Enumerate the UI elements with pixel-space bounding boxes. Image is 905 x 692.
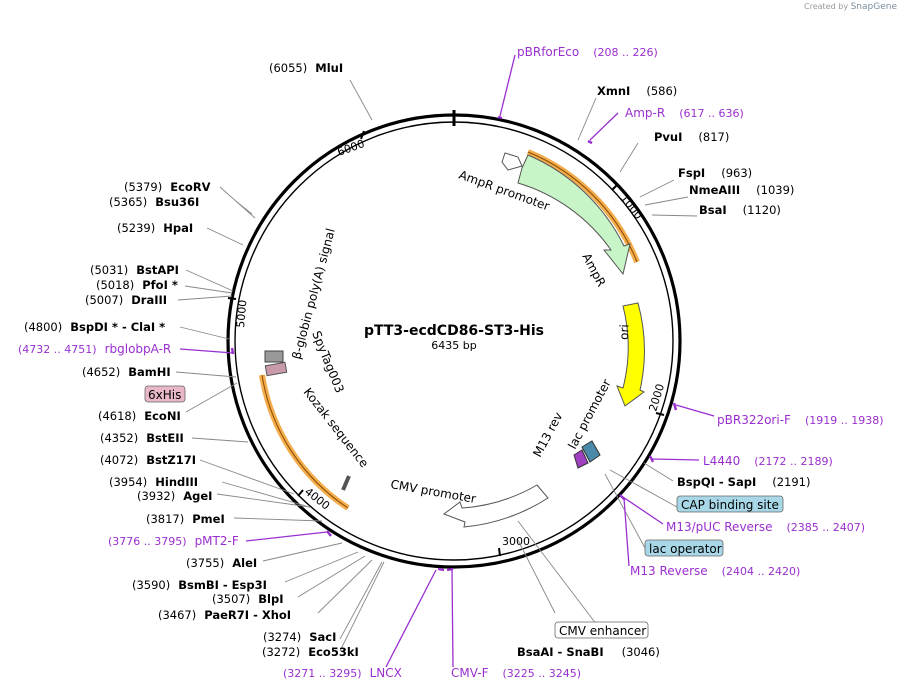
primer-m13-reverse: M13 Reverse(2404 .. 2420)	[630, 564, 800, 578]
site-nmeaiii: NmeAIII(1039)	[689, 183, 794, 197]
tick-label-2000: 2000	[646, 382, 667, 413]
primer-pmt2-f: (3776 .. 3795)pMT2-F	[108, 534, 239, 548]
tick-label-6000: 6000	[336, 137, 367, 159]
boxed-labels: CAP binding site lac operator CMV enhanc…	[144, 385, 784, 639]
site-bsu36i: (5365)Bsu36I	[109, 195, 199, 209]
box-label-6xhis: 6xHis	[148, 388, 181, 402]
feature-bglobin-polya	[264, 350, 284, 363]
tick-label-3000: 3000	[502, 535, 530, 548]
primer-band-left-line	[261, 374, 349, 509]
site-hpai: (5239)HpaI	[117, 221, 193, 235]
credit-brand: SnapGene	[850, 2, 897, 12]
site-ecorv: (5379)EcoRV	[124, 180, 211, 194]
box-label-cmv-enhancer: CMV enhancer	[559, 624, 646, 638]
site-bsai: BsaI(1120)	[699, 203, 781, 217]
feature-arrow-cmv-promoter	[442, 484, 549, 528]
site-bspqi: BspQI - SapI(2191)	[677, 475, 810, 489]
site-bsmbi: (3590)BsmBI - Esp3I	[132, 578, 267, 592]
site-blpi: (3507)BlpI	[212, 592, 283, 606]
box-cmv-enhancer	[554, 621, 649, 639]
plasmid-name: pTT3-ecdCD86-ST3-His	[364, 323, 544, 339]
primer-rbglobpa-r: (4732 .. 4751)rbglobpA-R	[18, 342, 171, 356]
feature-label-m13rev: M13 rev	[530, 410, 565, 459]
feature-arrow-ampr	[517, 154, 631, 276]
feature-kozak	[341, 475, 351, 491]
site-pfoi: (5018)PfoI *	[96, 278, 178, 292]
primer-pbrforeco: pBRforEco(208 .. 226)	[517, 45, 658, 59]
site-fspi: FspI(963)	[678, 166, 752, 180]
site-pvui: PvuI(817)	[654, 130, 729, 144]
primer-leaders	[179, 54, 715, 668]
feature-label-ori: ori	[617, 324, 632, 340]
feature-arrow-lac-promoter	[581, 440, 601, 463]
site-agei: (3932)AgeI	[137, 489, 212, 503]
site-clai: (4800)BspDI * - ClaI *	[24, 320, 165, 334]
box-label-lac-operator: lac operator	[649, 542, 722, 556]
site-mlui: (6055)MluI	[269, 61, 343, 75]
primer-l4440: L4440(2172 .. 2189)	[703, 454, 833, 468]
site-draiii: (5007)DraIII	[85, 293, 167, 307]
box-label-cap-binding-site: CAP binding site	[681, 498, 779, 512]
site-bsteii: (4352)BstEII	[100, 431, 184, 445]
site-bstapi: (5031)BstAPI	[90, 263, 179, 277]
site-saci: (3274)SacI	[263, 630, 336, 644]
primer-lncx: (3271 .. 3295)LNCX	[283, 666, 402, 680]
site-econi: (4618)EcoNI	[98, 409, 181, 423]
primer-labels: pBRforEco(208 .. 226) Amp-R(617 .. 636) …	[18, 45, 884, 680]
primer-marks	[230, 115, 678, 572]
plasmid-length: 6435 bp	[431, 339, 476, 352]
box-lac-operator	[644, 539, 724, 557]
credit-prefix: Created by	[804, 2, 849, 11]
tick-label-5000: 5000	[234, 299, 249, 328]
site-xhoi: (3467)PaeR7I - XhoI	[158, 608, 291, 622]
primer-m13puc-reverse: M13/pUC Reverse(2385 .. 2407)	[666, 520, 865, 534]
site-eco53ki: (3272)Eco53kI	[262, 645, 359, 659]
feature-arrow-ori	[616, 302, 645, 407]
feature-label-cmv-promoter: CMV promoter	[389, 477, 477, 506]
box-cap-binding-site	[676, 495, 784, 513]
box-6xhis	[144, 385, 186, 403]
primer-cmv-f: CMV-F(3225 .. 3245)	[451, 666, 581, 680]
feature-arrow-ampr-promoter	[501, 152, 523, 171]
feature-label-spytag003: SpyTag003	[309, 329, 347, 395]
site-bsaai: BsaAI - SnaBI(3046)	[517, 645, 660, 659]
credit: Created by SnapGene	[804, 2, 897, 12]
feature-label-lac-promoter: lac promoter	[565, 377, 613, 451]
leader-lines	[175, 79, 698, 652]
site-bamhi: (4652)BamHI	[82, 365, 171, 379]
site-hindiii: (3954)HindIII	[109, 475, 198, 489]
site-bstz17i: (4072)BstZ17I	[100, 453, 196, 467]
primer-amp-r: Amp-R(617 .. 636)	[625, 106, 744, 120]
feature-spytag003	[264, 361, 288, 377]
site-xmni: XmnI(586)	[597, 84, 677, 98]
site-labels: (6055)MluI XmnI(586) PvuI(817) FspI(963)…	[24, 61, 810, 659]
feature-label-kozak: Kozak sequence	[301, 385, 372, 470]
site-pmei: (3817)PmeI	[146, 512, 225, 526]
feature-label-ampr: AmpR	[579, 251, 608, 289]
feature-arrow-m13rev	[573, 449, 589, 469]
primer-pbr322ori-f: pBR322ori-F(1919 .. 1938)	[717, 413, 884, 427]
site-alei: (3755)AleI	[186, 556, 257, 570]
